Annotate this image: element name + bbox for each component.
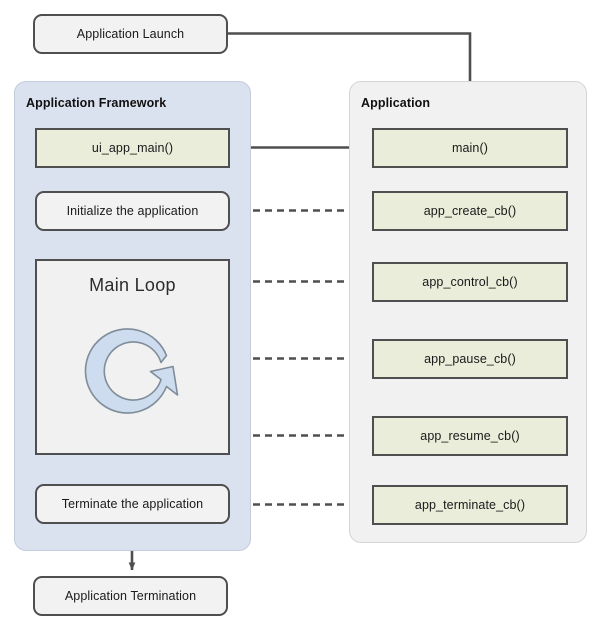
circular-arrow-icon bbox=[71, 309, 195, 437]
node-app-create-cb[interactable]: app_create_cb() bbox=[372, 191, 568, 231]
node-ui-app-main[interactable]: ui_app_main() bbox=[35, 128, 230, 168]
node-initialize-the-application[interactable]: Initialize the application bbox=[35, 191, 230, 231]
node-app-pause-cb[interactable]: app_pause_cb() bbox=[372, 339, 568, 379]
node-app-resume-cb[interactable]: app_resume_cb() bbox=[372, 416, 568, 456]
node-app-terminate-cb[interactable]: app_terminate_cb() bbox=[372, 485, 568, 525]
panel-application-framework-title: Application Framework bbox=[26, 96, 167, 110]
main-loop-label: Main Loop bbox=[89, 275, 176, 295]
node-application-launch[interactable]: Application Launch bbox=[33, 14, 228, 54]
node-application-termination[interactable]: Application Termination bbox=[33, 576, 228, 616]
node-main-loop[interactable]: Main Loop bbox=[35, 259, 230, 455]
node-app-control-cb[interactable]: app_control_cb() bbox=[372, 262, 568, 302]
panel-application-title: Application bbox=[361, 96, 431, 110]
node-main[interactable]: main() bbox=[372, 128, 568, 168]
node-terminate-the-application[interactable]: Terminate the application bbox=[35, 484, 230, 524]
